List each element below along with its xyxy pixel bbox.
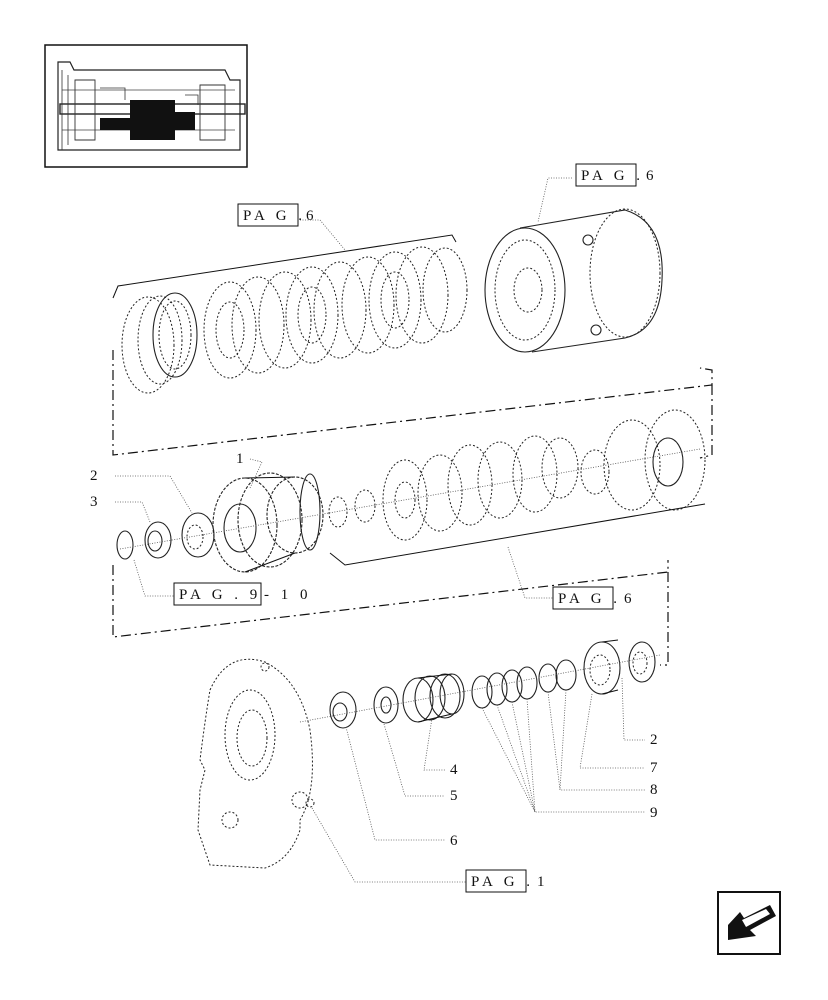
part-2-bearing[interactable] bbox=[181, 512, 215, 558]
part-2-bearing-lower[interactable] bbox=[628, 641, 656, 683]
page-ref-top-left[interactable]: PA G . 6 bbox=[237, 203, 314, 227]
page-ref-middle-left-box: PA G . 9 bbox=[179, 587, 261, 603]
page-ref-bottom-num: 1 bbox=[537, 874, 545, 890]
callout-labels: 1 2 3 2 4 5 6 7 8 9 bbox=[90, 451, 658, 849]
transmission-section-thumbnail[interactable] bbox=[44, 44, 248, 168]
page-ref-top-right[interactable]: PA G . 6 bbox=[575, 163, 654, 187]
housing-group bbox=[197, 639, 661, 869]
clutch-plates bbox=[203, 246, 468, 379]
part-3-spacer[interactable] bbox=[144, 521, 172, 559]
page-ref-bottom-box: PA G . bbox=[471, 874, 534, 890]
callout-1: 1 bbox=[236, 451, 244, 467]
part-7-bearing[interactable] bbox=[583, 639, 621, 695]
part-5-washer[interactable] bbox=[373, 686, 399, 724]
callout-6: 6 bbox=[450, 833, 458, 849]
callout-8: 8 bbox=[650, 782, 658, 798]
page-ref-top-right-box: PA G . bbox=[581, 168, 644, 184]
piston-assembly bbox=[382, 409, 706, 541]
callout-4: 4 bbox=[450, 762, 458, 778]
callout-2-upper: 2 bbox=[90, 468, 98, 484]
page-ref-middle-right-box: PA G . bbox=[558, 591, 621, 607]
part-6-bushing[interactable] bbox=[329, 691, 357, 729]
callout-2-lower: 2 bbox=[650, 732, 658, 748]
page-ref-middle-left-num: - 1 0 bbox=[264, 587, 312, 603]
part-4-piston[interactable] bbox=[402, 673, 465, 723]
page-ref-top-right-num: 6 bbox=[646, 168, 654, 184]
callout-9: 9 bbox=[650, 805, 658, 821]
page-ref-top-left-num: 6 bbox=[306, 208, 314, 224]
part-8-rings[interactable] bbox=[538, 659, 577, 693]
page-ref-middle-left[interactable]: PA G . 9 - 1 0 bbox=[173, 582, 312, 606]
page-ref-middle-right[interactable]: PA G . 6 bbox=[552, 586, 632, 610]
callout-leaders bbox=[115, 177, 645, 883]
callout-7: 7 bbox=[650, 760, 658, 776]
page-ref-top-left-box: PA G . bbox=[243, 208, 306, 224]
page-ref-bottom[interactable]: PA G . 1 bbox=[465, 869, 545, 893]
part-1-gear[interactable] bbox=[212, 472, 324, 573]
clutch-drum bbox=[484, 208, 663, 353]
snap-ring bbox=[116, 530, 134, 560]
gear-assembly-group bbox=[112, 409, 706, 666]
transmission-housing[interactable] bbox=[197, 658, 315, 869]
callout-5: 5 bbox=[450, 788, 458, 804]
back-arrow-icon[interactable] bbox=[717, 891, 781, 955]
clutch-pack-group bbox=[112, 208, 713, 459]
callout-3: 3 bbox=[90, 494, 98, 510]
page-ref-middle-right-num: 6 bbox=[624, 591, 632, 607]
